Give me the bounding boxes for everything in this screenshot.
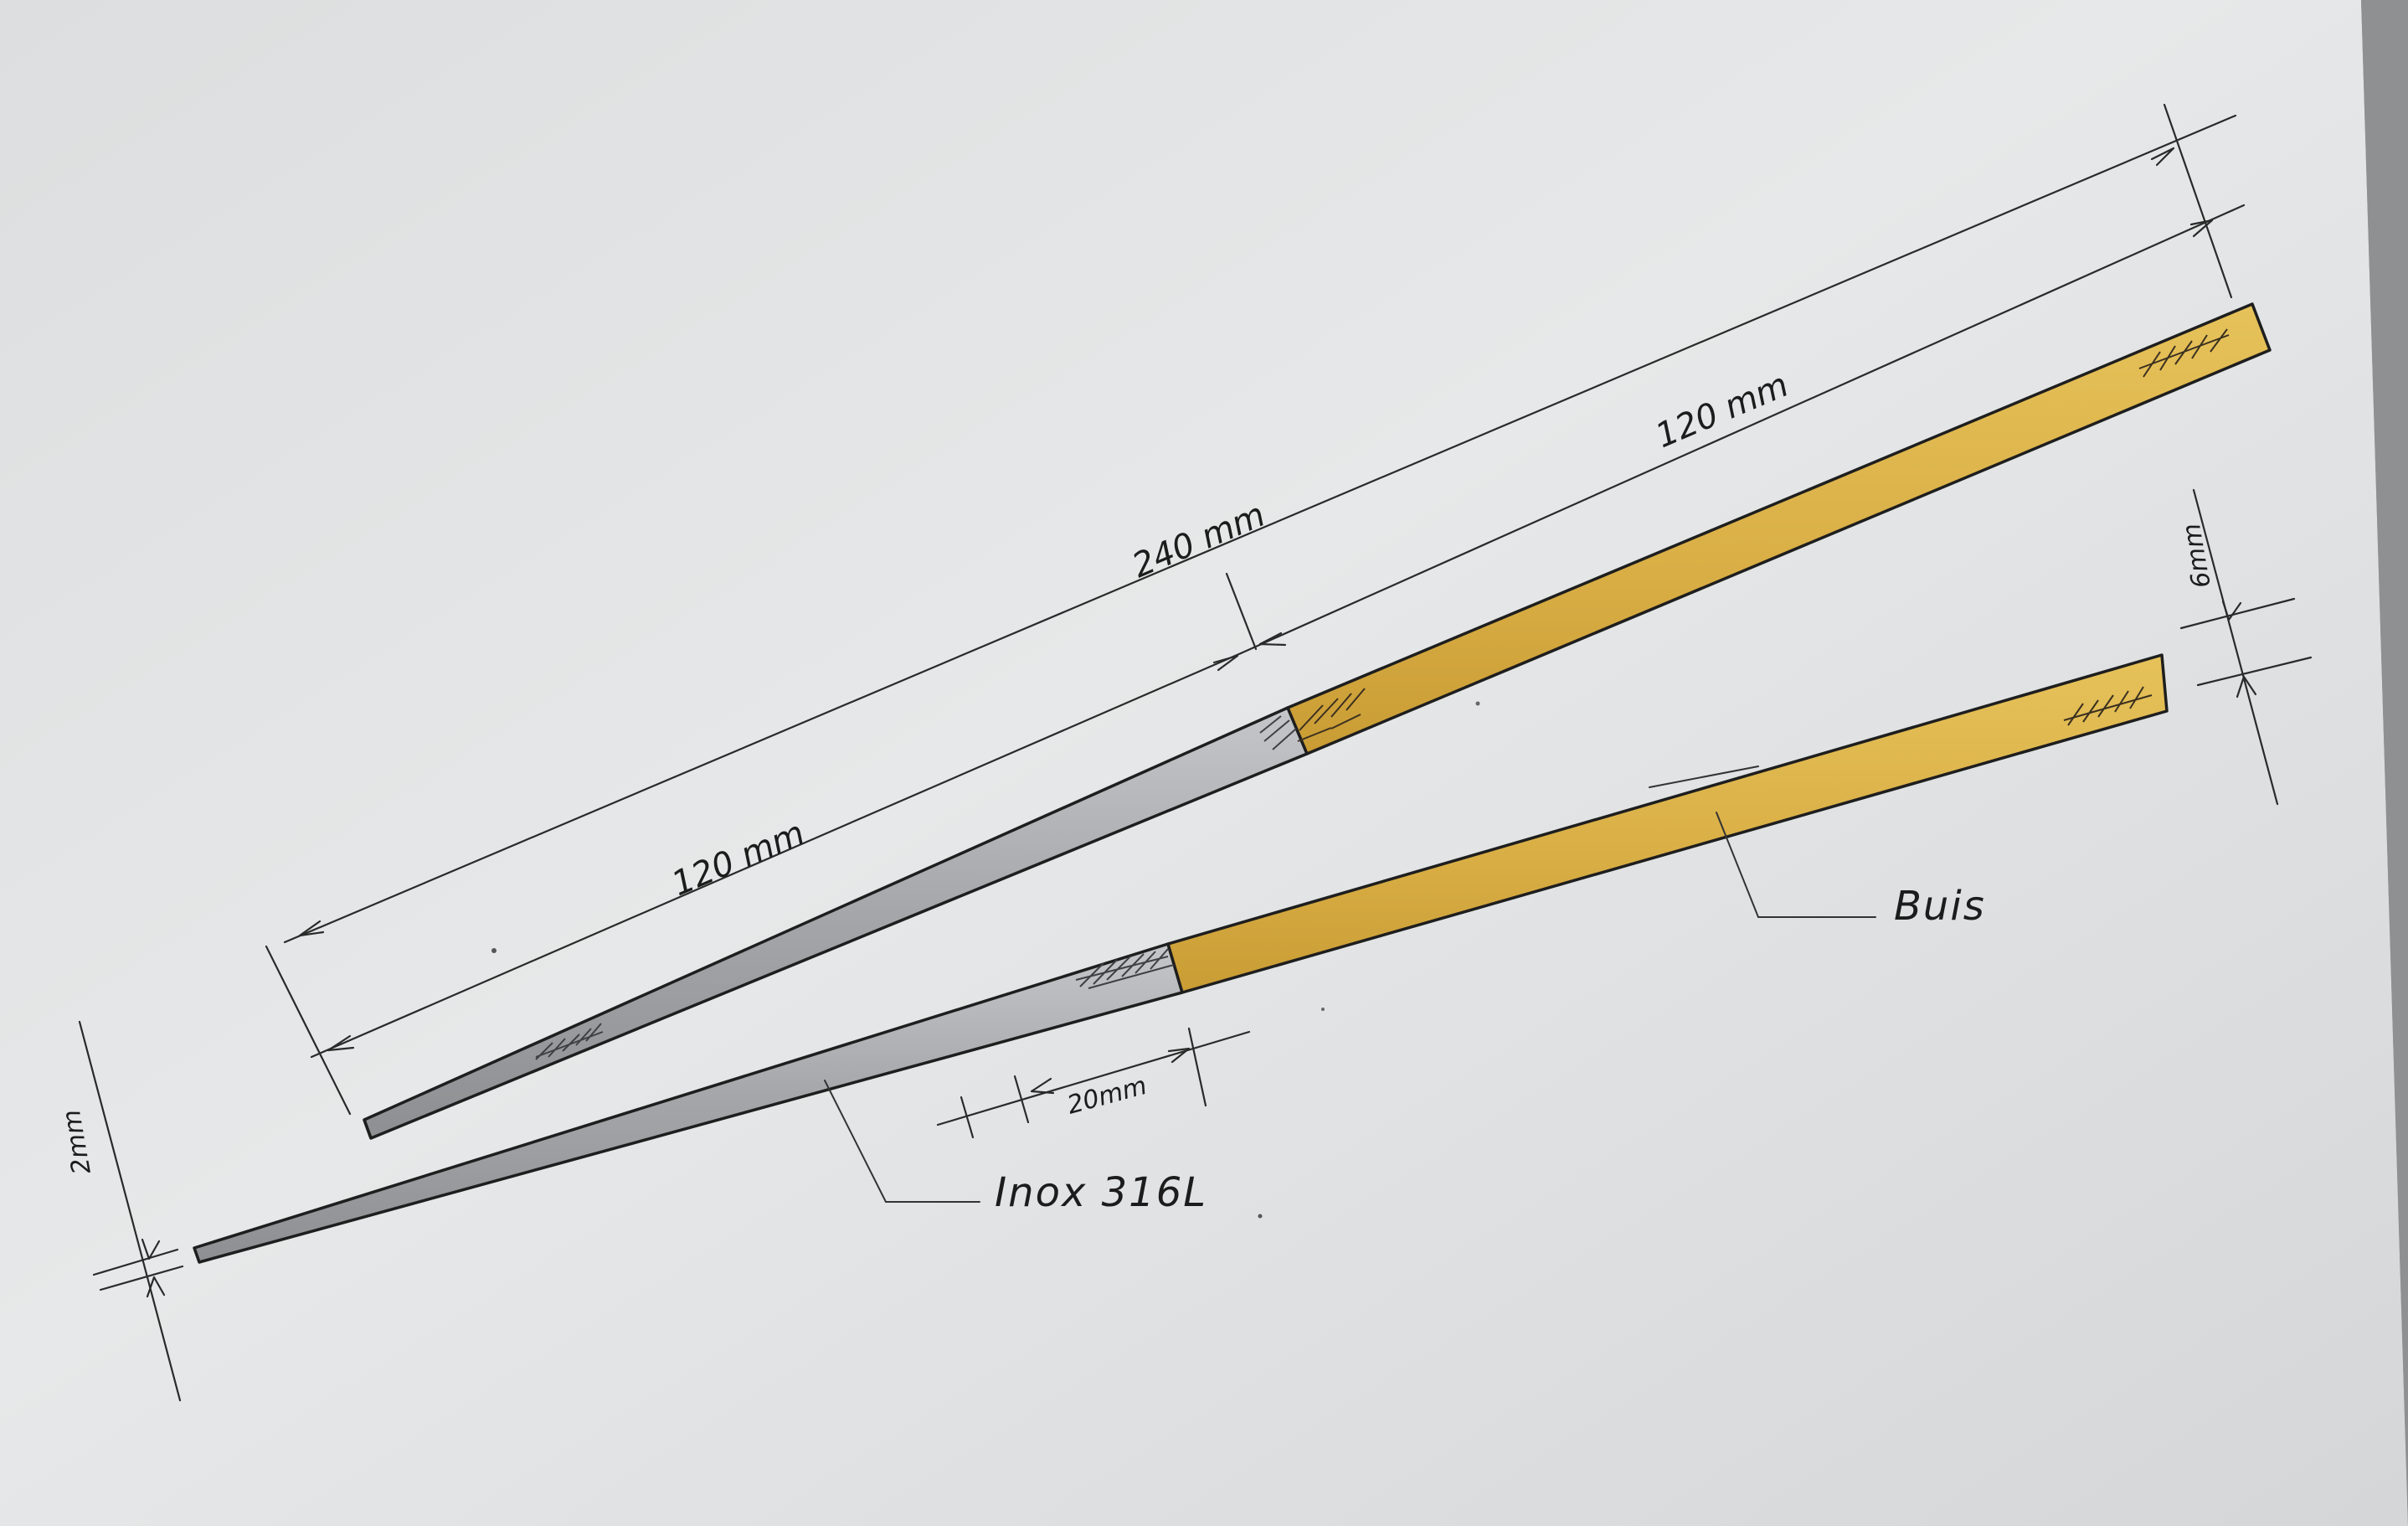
callout-metal: Inox 316L bbox=[824, 1080, 1207, 1216]
metal-material-label: Inox 316L bbox=[995, 1169, 1207, 1216]
upper-end-hatch bbox=[2138, 328, 2230, 378]
lower-wood-mark bbox=[1649, 766, 1759, 788]
wood-material-label: Buis bbox=[1894, 883, 1986, 930]
lower-chopstick bbox=[193, 653, 2169, 1264]
upper-tip-hatch bbox=[535, 1023, 604, 1060]
upper-tip-cap bbox=[363, 1119, 373, 1139]
upper-wood-part bbox=[1286, 302, 2272, 755]
pencil-specks bbox=[491, 701, 1480, 1219]
upper-joint-hatch bbox=[1259, 688, 1366, 750]
lower-joint-hatch bbox=[1075, 948, 1175, 989]
lower-wood-part bbox=[1166, 653, 2169, 994]
upper-chopstick bbox=[363, 302, 2272, 1140]
paper-shadow-edge bbox=[2361, 0, 2408, 1526]
lower-end-hatch bbox=[2063, 686, 2153, 726]
callout-wood: Buis bbox=[1716, 812, 1986, 930]
